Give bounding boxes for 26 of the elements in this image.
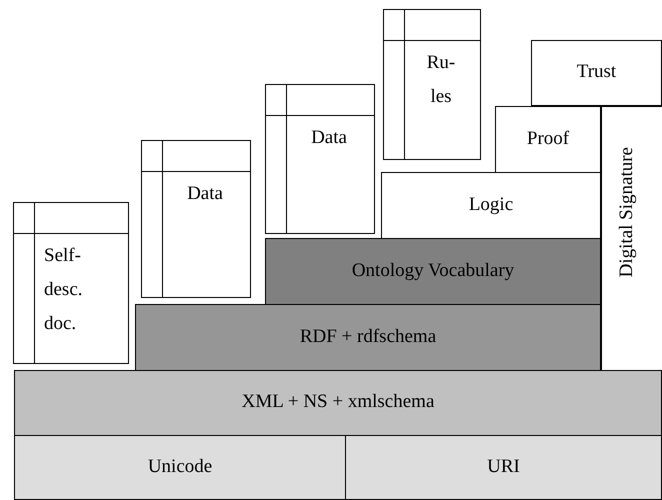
layer-box bbox=[601, 106, 662, 371]
layer-box bbox=[531, 40, 662, 106]
layer-label: Data bbox=[186, 182, 224, 206]
layer-label: RDF + rdfschema bbox=[298, 324, 438, 348]
layer-label: XML + NS + xmlschema bbox=[240, 390, 436, 414]
layer-box bbox=[135, 304, 601, 371]
layer-label: Logic bbox=[468, 192, 514, 216]
layer-box bbox=[14, 435, 346, 500]
layer-label: Proof bbox=[526, 126, 570, 150]
layer-label: Trust bbox=[576, 60, 618, 84]
layer-label: Ontology Vocabulary bbox=[350, 258, 516, 282]
layer-label: Unicode bbox=[146, 454, 214, 478]
layer-label: Ru- les bbox=[426, 51, 456, 109]
layer-box bbox=[265, 238, 601, 305]
layer-label: Digital Signature bbox=[616, 147, 638, 278]
layer-label: Data bbox=[310, 126, 348, 150]
document-box bbox=[13, 202, 129, 364]
layer-box bbox=[495, 106, 601, 173]
document-box bbox=[265, 84, 375, 234]
document-box bbox=[383, 9, 481, 160]
layer-box bbox=[345, 435, 662, 500]
layer-box bbox=[381, 172, 601, 239]
layer-box bbox=[14, 370, 662, 436]
document-box bbox=[141, 140, 251, 298]
layer-label: URI bbox=[486, 454, 521, 478]
layer-label: Self- desc. doc. bbox=[44, 244, 84, 336]
